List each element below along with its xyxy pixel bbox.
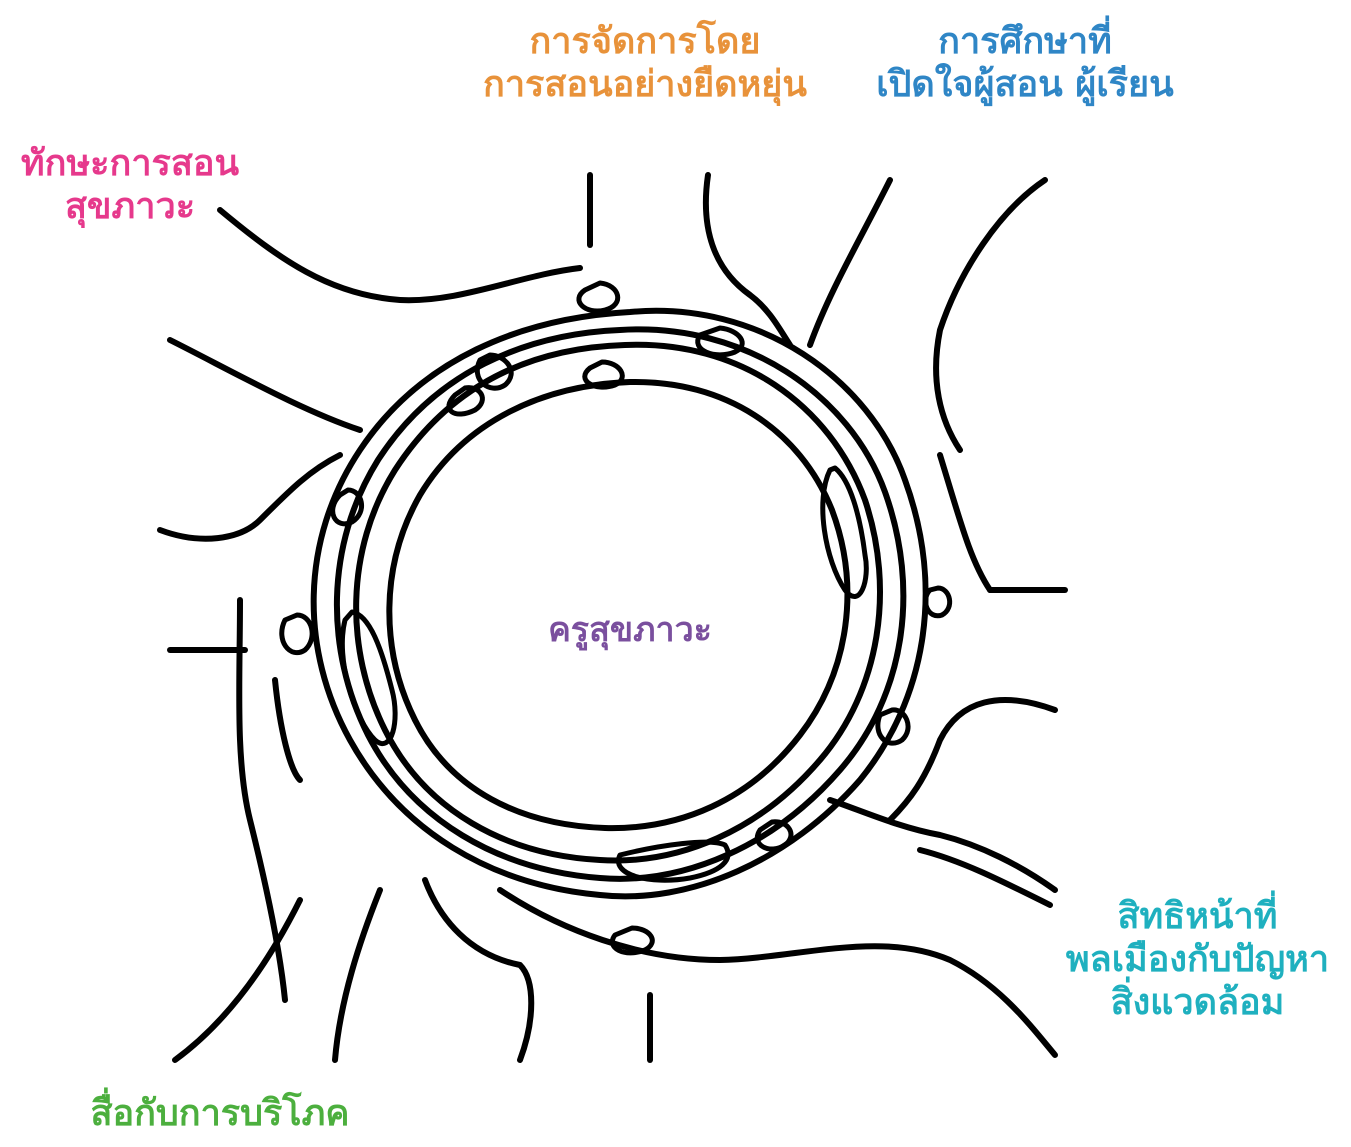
label-flexible-teaching-line-2: การสอนอย่างยืดหยุ่น [440, 63, 850, 106]
label-flexible-teaching-line-1: การจัดการโดย [440, 20, 850, 63]
label-media-consumption: สื่อกับการบริโภค [60, 1092, 380, 1135]
label-civic-environment-line-3: สิ่งแวดล้อม [1040, 981, 1351, 1024]
ring-of-hands [314, 311, 926, 897]
label-media-consumption-line-1: สื่อกับการบริโภค [60, 1092, 380, 1135]
label-wellbeing-teaching-skills-line-2: สุขภาวะ [5, 185, 255, 228]
label-civic-environment-line-2: พลเมืองกับปัญหา [1040, 938, 1351, 981]
label-civic-environment: สิทธิหน้าที่ พลเมืองกับปัญหา สิ่งแวดล้อม [1040, 895, 1351, 1025]
label-flexible-teaching: การจัดการโดย การสอนอย่างยืดหยุ่น [440, 20, 850, 106]
label-civic-environment-line-1: สิทธิหน้าที่ [1040, 895, 1351, 938]
label-open-education: การศึกษาที่ เปิดใจผู้สอน ผู้เรียน [860, 20, 1190, 106]
label-wellbeing-teaching-skills-line-1: ทักษะการสอน [5, 142, 255, 185]
label-wellbeing-teaching-skills: ทักษะการสอน สุขภาวะ [5, 142, 255, 228]
label-open-education-line-2: เปิดใจผู้สอน ผู้เรียน [860, 63, 1190, 106]
center-label: ครูสุขภาวะ [480, 610, 780, 651]
label-open-education-line-1: การศึกษาที่ [860, 20, 1190, 63]
